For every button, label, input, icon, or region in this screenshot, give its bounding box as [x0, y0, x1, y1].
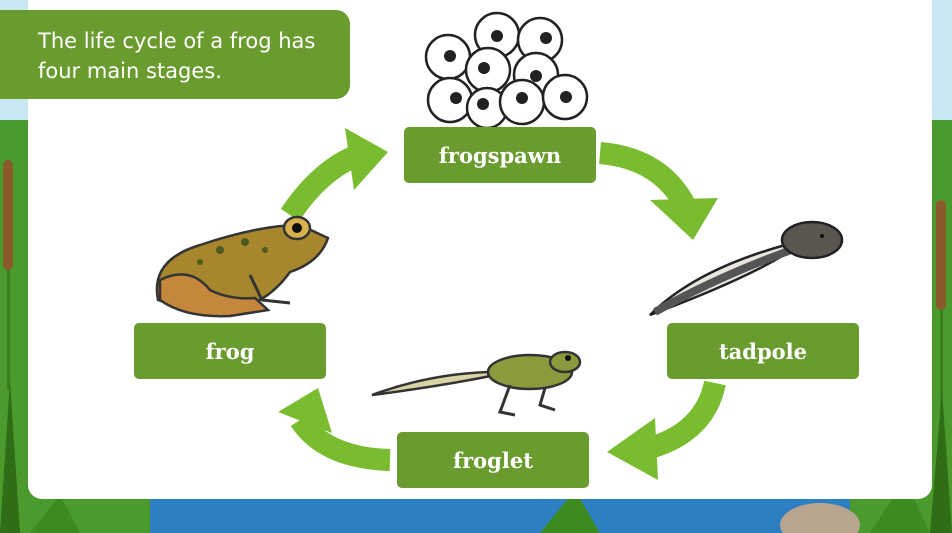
froglet-illustration — [371, 350, 582, 417]
stage-label-tadpole: tadpole — [667, 323, 859, 379]
cycle-arrow-frogspawn-to-tadpole — [598, 142, 695, 211]
stage-label-froglet-text: froglet — [453, 447, 533, 473]
adult-frog-illustration — [155, 215, 330, 318]
stage-label-frog-text: frog — [205, 338, 255, 364]
frogspawn-embryos — [444, 30, 572, 110]
intro-banner: The life cycle of a frog has four main s… — [0, 10, 350, 99]
stage-label-froglet: froglet — [397, 432, 589, 488]
stage-label-frogspawn-text: frogspawn — [438, 142, 562, 168]
stage-label-frog: frog — [134, 323, 326, 379]
frogspawn-eggs-illustration — [424, 11, 589, 130]
cycle-arrowhead-froglet-to-frog — [278, 388, 332, 433]
cycle-arrow-frog-to-frogspawn — [280, 144, 363, 222]
right-reeds — [780, 200, 952, 533]
tadpole-illustration — [649, 220, 844, 317]
cycle-arrow-froglet-to-frog — [290, 413, 391, 471]
left-reeds — [0, 160, 20, 533]
intro-text: The life cycle of a frog has four main s… — [38, 29, 316, 83]
stage-label-frogspawn: frogspawn — [404, 127, 596, 183]
stage-label-tadpole-text: tadpole — [718, 338, 808, 364]
cycle-arrowhead-tadpole-to-froglet — [607, 418, 658, 480]
cycle-arrow-tadpole-to-froglet — [646, 380, 726, 459]
cycle-arrowhead-frogspawn-to-tadpole — [650, 198, 718, 240]
cycle-arrowhead-frog-to-frogspawn — [345, 128, 388, 190]
